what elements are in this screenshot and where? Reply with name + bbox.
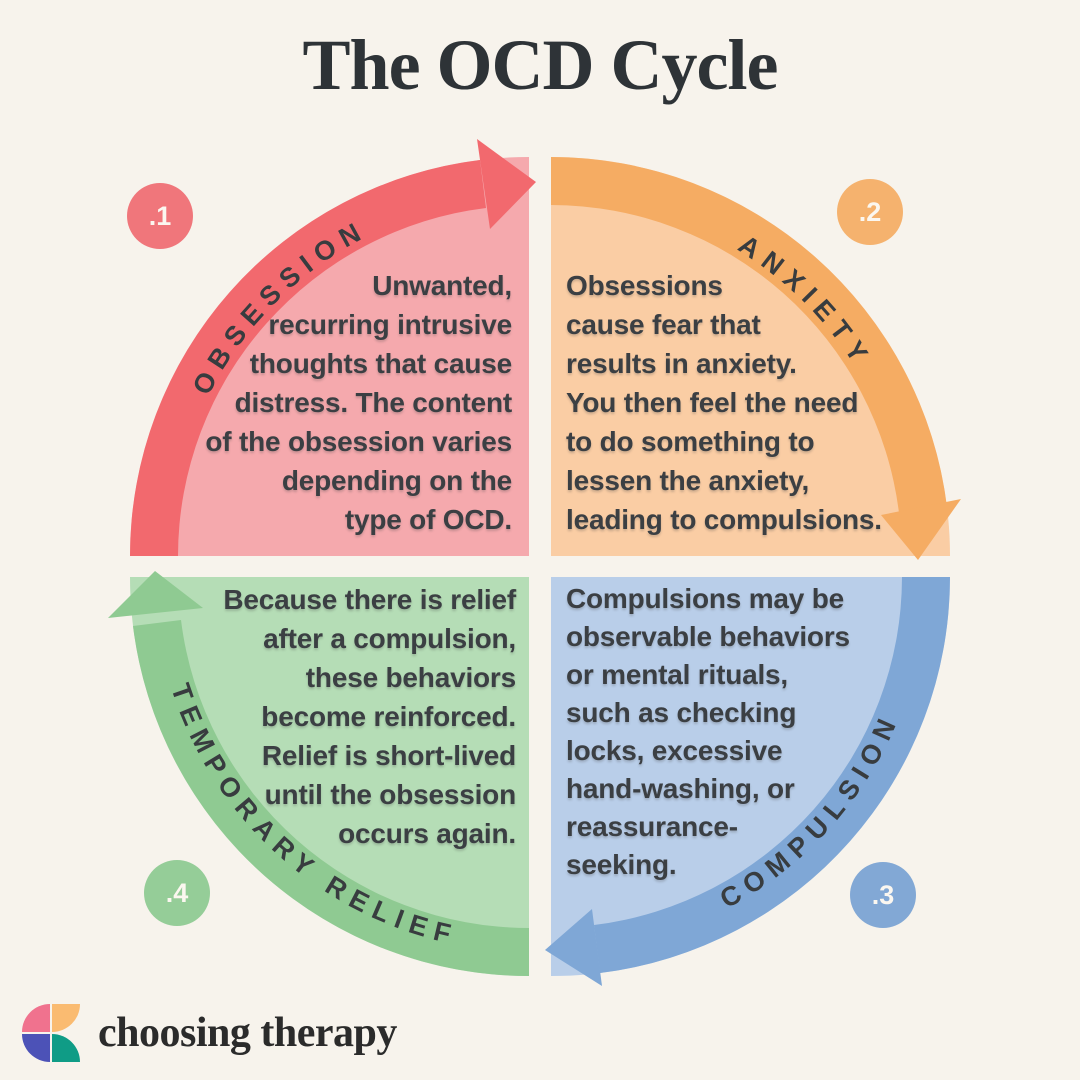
anxiety-description: Obsessions cause fear that results in an… bbox=[566, 270, 882, 535]
obsession-arrow-band bbox=[130, 160, 486, 556]
logo-petal-purple bbox=[22, 1034, 50, 1062]
quadrant-anxiety: ANXIETY bbox=[551, 157, 961, 560]
footer-branding: choosing therapy bbox=[22, 1004, 397, 1062]
step-badge-2: .2 bbox=[837, 179, 903, 245]
anxiety-quarter-fill bbox=[551, 157, 950, 556]
temporary-relief-arrowhead-icon bbox=[108, 571, 203, 618]
step-badge-4: .4 bbox=[144, 860, 210, 926]
compulsion-quarter-fill bbox=[551, 577, 950, 976]
compulsion-description: Compulsions may be observable behaviors … bbox=[566, 583, 850, 880]
compulsion-arrow-band bbox=[594, 577, 950, 973]
temporary-relief-arrow-band bbox=[133, 620, 529, 976]
quadrant-temporary-relief: TEMPORARY RELIEF bbox=[108, 571, 529, 976]
logo-petal-pink bbox=[22, 1004, 50, 1032]
choosing-therapy-flower-icon bbox=[22, 1004, 80, 1062]
step-badge-1: .1 bbox=[127, 183, 193, 249]
quadrant-obsession: OBSESSION bbox=[130, 139, 536, 556]
compulsion-arrowhead-icon bbox=[545, 909, 602, 986]
anxiety-arrowhead-icon bbox=[881, 499, 961, 560]
obsession-description: Unwanted, recurring intrusive thoughts t… bbox=[205, 270, 512, 535]
temporary-relief-description: Because there is relief after a compulsi… bbox=[223, 584, 516, 849]
step-badge-3: .3 bbox=[850, 862, 916, 928]
logo-petal-orange bbox=[52, 1004, 80, 1032]
obsession-arrowhead-icon bbox=[477, 139, 536, 229]
page-title: The OCD Cycle bbox=[302, 25, 779, 105]
logo-petal-teal bbox=[52, 1034, 80, 1062]
brand-name: choosing therapy bbox=[98, 1010, 397, 1056]
obsession-quarter-fill bbox=[130, 157, 529, 556]
temporary-relief-quarter-fill bbox=[130, 577, 529, 976]
anxiety-arrow-band bbox=[551, 157, 947, 513]
